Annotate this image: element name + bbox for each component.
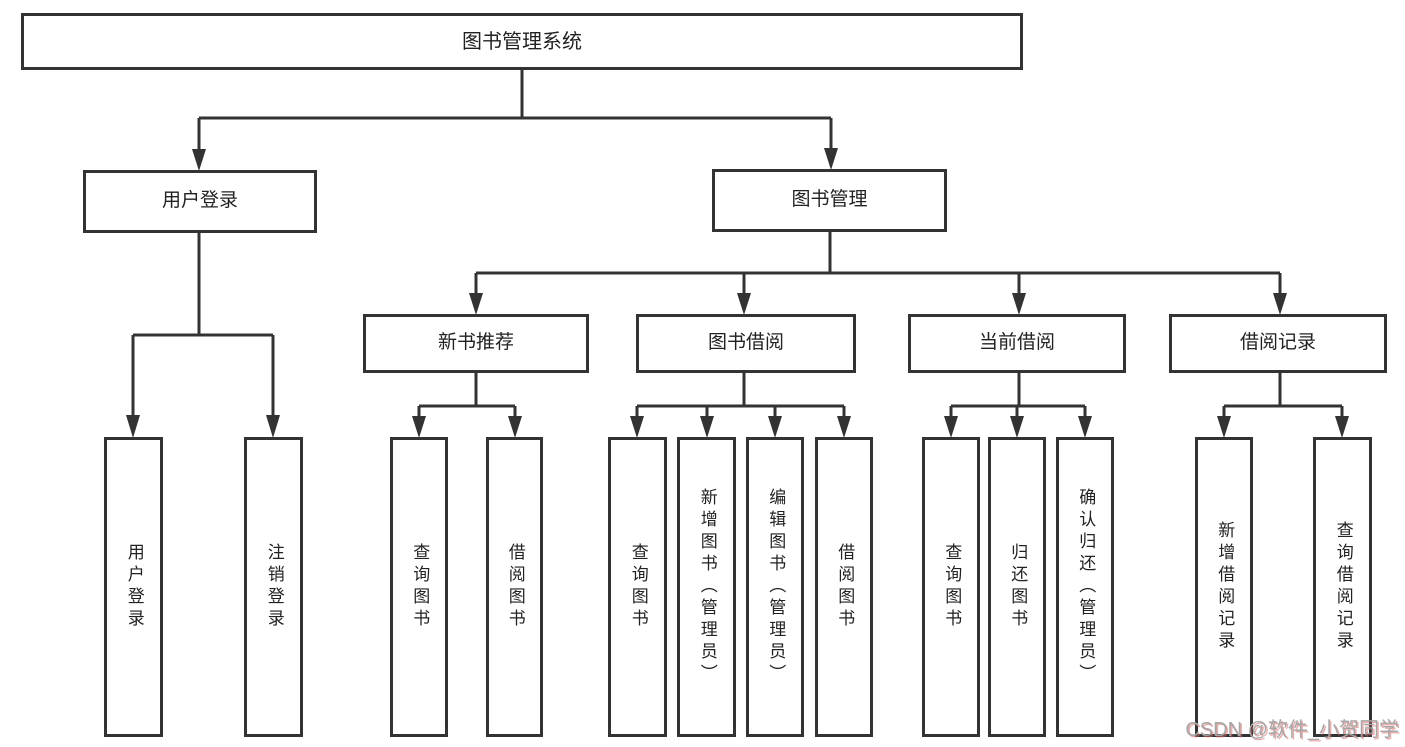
node-label: 注销登录 [264,543,284,631]
node-book-borrowing: 图书借阅 [636,314,856,373]
leaf-confirm-return-admin: 确认归还（管理员） [1056,437,1114,737]
leaf-user-login: 用户登录 [104,437,163,737]
node-book-management: 图书管理 [712,169,947,232]
csdn-watermark: CSDN @软件_小贺同学 [1185,719,1399,741]
node-label: 归还图书 [1008,543,1028,631]
node-label: 用户登录 [124,543,144,631]
leaf-query-books-borrow: 查询图书 [608,437,667,737]
leaf-edit-books-admin: 编辑图书（管理员） [746,437,804,737]
leaf-borrow-books-recommend: 借阅图书 [486,437,543,737]
node-label: 借阅记录 [1239,332,1316,354]
node-label: 新书推荐 [437,332,514,354]
node-user-login: 用户登录 [83,170,317,233]
leaf-add-books-admin: 新增图书（管理员） [677,437,736,737]
node-new-book-recommend: 新书推荐 [363,314,589,373]
node-borrowing-records: 借阅记录 [1169,314,1387,373]
leaf-add-borrow-record: 新增借阅记录 [1195,437,1253,737]
leaf-return-books: 归还图书 [988,437,1046,737]
node-label: 借阅图书 [505,543,525,631]
node-label: 新增借阅记录 [1215,521,1235,653]
node-current-borrowing: 当前借阅 [908,314,1126,373]
node-label: 编辑图书（管理员） [766,488,786,686]
leaf-query-borrow-record: 查询借阅记录 [1313,437,1372,737]
node-label: 图书管理 [791,189,868,211]
node-label: 查询图书 [410,543,430,631]
node-label: 查询借阅记录 [1333,521,1353,653]
node-label: 图书管理系统 [462,30,582,53]
node-label: 借阅图书 [835,543,855,631]
node-label: 确认归还（管理员） [1076,488,1096,686]
node-label: 新增图书（管理员） [697,488,717,686]
node-label: 图书借阅 [707,332,784,354]
node-label: 查询图书 [942,543,962,631]
leaf-logout: 注销登录 [244,437,303,737]
node-label: 查询图书 [628,543,648,631]
leaf-borrow-books: 借阅图书 [815,437,873,737]
node-library-system: 图书管理系统 [21,13,1023,70]
node-label: 当前借阅 [978,332,1055,354]
leaf-query-books-current: 查询图书 [922,437,980,737]
node-label: 用户登录 [161,190,238,212]
leaf-query-books-recommend: 查询图书 [390,437,448,737]
